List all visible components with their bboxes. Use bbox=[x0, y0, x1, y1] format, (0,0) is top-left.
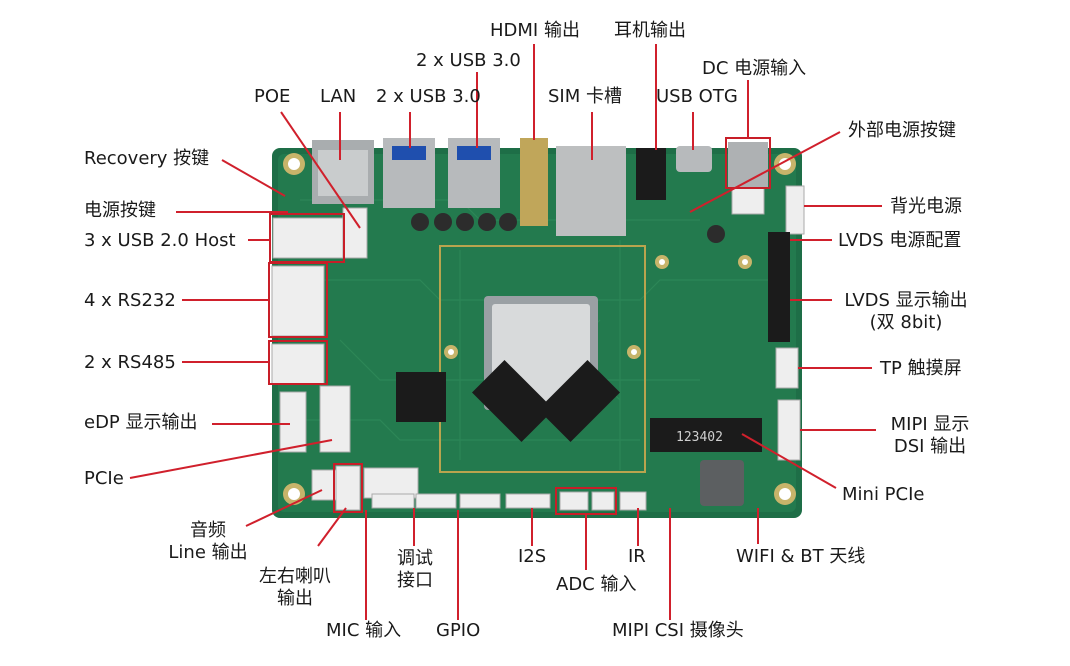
label-debug-line2: 接口 bbox=[397, 570, 433, 591]
label-i2s: I2S bbox=[518, 546, 547, 567]
label-recovery: Recovery 按键 bbox=[84, 148, 210, 169]
label-mipi-dsi: MIPI 显示 DSI 输出 bbox=[880, 414, 980, 458]
label-edp: eDP 显示输出 bbox=[84, 412, 198, 433]
ram-chips bbox=[396, 359, 621, 443]
label-usb-otg: USB OTG bbox=[656, 86, 738, 107]
label-lvds-out: LVDS 显示输出 (双 8bit) bbox=[838, 290, 974, 334]
label-usb30-top: 2 x USB 3.0 bbox=[416, 50, 521, 71]
label-mini-pcie: Mini PCIe bbox=[842, 484, 925, 505]
label-speaker: 左右喇叭 输出 bbox=[250, 566, 340, 610]
usb-otg-port bbox=[676, 146, 712, 172]
label-speaker-line2: 输出 bbox=[277, 588, 313, 609]
label-rs232: 4 x RS232 bbox=[84, 290, 176, 311]
leader-lines bbox=[129, 44, 882, 620]
label-mic: MIC 输入 bbox=[326, 620, 402, 641]
mini-pcie-marking: 123402 bbox=[676, 430, 723, 445]
lvds-header bbox=[768, 232, 790, 342]
label-speaker-line1: 左右喇叭 bbox=[259, 566, 331, 587]
label-audio: 音频 Line 输出 bbox=[160, 520, 256, 564]
hdmi-port bbox=[520, 138, 548, 226]
label-lvds-out-line2: (双 8bit) bbox=[869, 312, 943, 333]
label-ir: IR bbox=[628, 546, 646, 567]
usb30-ports bbox=[383, 138, 500, 208]
label-dc-in: DC 电源输入 bbox=[702, 58, 807, 79]
label-lan: LAN bbox=[320, 86, 357, 107]
label-mipi-dsi-line2: DSI 输出 bbox=[893, 436, 967, 457]
label-earphone: 耳机输出 bbox=[614, 20, 686, 41]
label-ext-power-btn: 外部电源按键 bbox=[848, 120, 956, 141]
label-poe: POE bbox=[254, 86, 291, 107]
label-lvds-out-line1: LVDS 显示输出 bbox=[844, 290, 968, 311]
label-adc: ADC 输入 bbox=[556, 574, 637, 595]
label-lvds-cfg: LVDS 电源配置 bbox=[838, 230, 962, 251]
label-usb20: 3 x USB 2.0 Host bbox=[84, 230, 236, 251]
label-wifi-bt: WIFI & BT 天线 bbox=[736, 546, 866, 567]
label-hdmi: HDMI 输出 bbox=[490, 20, 580, 41]
mounting-holes bbox=[283, 153, 796, 505]
label-power-btn: 电源按键 bbox=[84, 200, 156, 221]
label-pcie: PCIe bbox=[84, 468, 124, 489]
label-rs485: 2 x RS485 bbox=[84, 352, 176, 373]
label-tp: TP 触摸屏 bbox=[880, 358, 962, 379]
earphone-jack bbox=[636, 148, 666, 200]
wifi-module bbox=[700, 460, 744, 506]
white-connectors bbox=[271, 185, 805, 511]
label-usb30: 2 x USB 3.0 bbox=[376, 86, 481, 107]
label-sim: SIM 卡槽 bbox=[548, 86, 622, 107]
label-audio-line2: Line 输出 bbox=[168, 542, 248, 563]
label-mipi-csi: MIPI CSI 摄像头 bbox=[612, 620, 744, 641]
capacitors bbox=[411, 213, 725, 243]
label-debug-line1: 调试 bbox=[397, 548, 433, 569]
label-audio-line1: 音频 bbox=[190, 520, 226, 541]
label-gpio: GPIO bbox=[436, 620, 481, 641]
label-backlight: 背光电源 bbox=[890, 196, 962, 217]
pcb-board: 123402 bbox=[271, 138, 805, 518]
sim-slot bbox=[556, 146, 626, 236]
label-debug: 调试 接口 bbox=[392, 548, 438, 592]
label-mipi-dsi-line1: MIPI 显示 bbox=[890, 414, 970, 435]
